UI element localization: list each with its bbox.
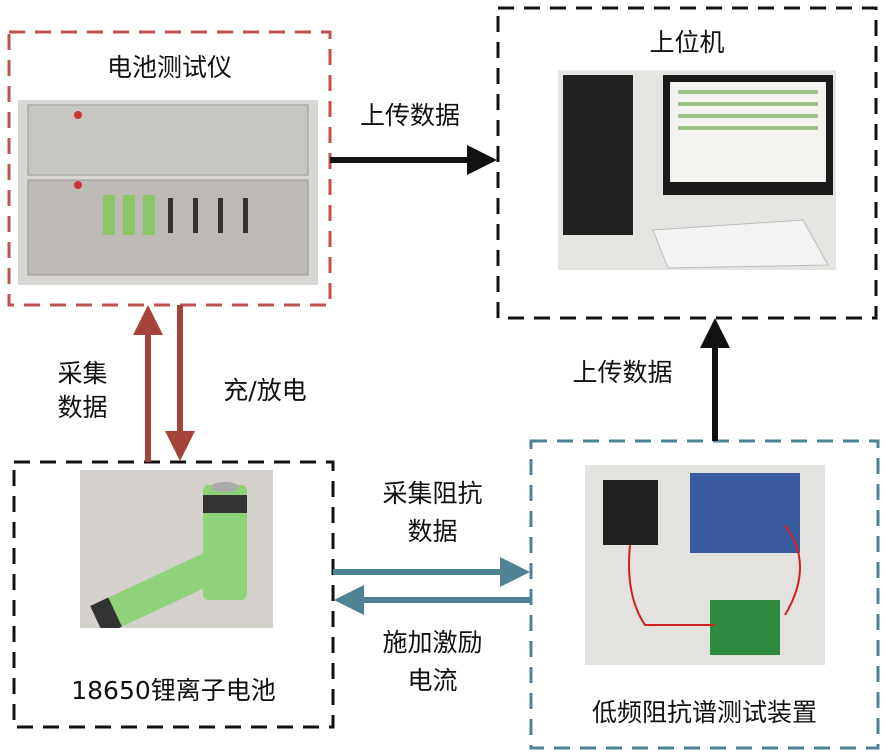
battery-box [12, 460, 335, 729]
eis-title: 低频阻抗谱测试装置 [591, 698, 817, 727]
label-charge: 充/放电 [223, 376, 307, 405]
label-tester-to-host: 上传数据 [359, 101, 460, 130]
label-excite-1: 施加激励 [382, 628, 483, 657]
tester-title: 电池测试仪 [106, 53, 232, 82]
eis-device-photo [585, 465, 825, 665]
label-excite-2: 电流 [407, 666, 458, 695]
tester-box [7, 30, 332, 307]
label-collect-2: 数据 [57, 393, 108, 422]
label-eis-to-host: 上传数据 [572, 358, 673, 387]
label-impedance-2: 数据 [407, 517, 458, 546]
eis-box [529, 439, 880, 750]
label-impedance-1: 采集阻抗 [382, 479, 483, 508]
host-box [496, 6, 878, 320]
battery-photo [80, 470, 273, 628]
label-collect-1: 采集 [57, 359, 108, 388]
host-computer-photo [558, 70, 836, 270]
battery-tester-photo [18, 100, 318, 285]
battery-title: 18650锂离子电池 [71, 676, 276, 705]
host-title: 上位机 [649, 28, 725, 57]
